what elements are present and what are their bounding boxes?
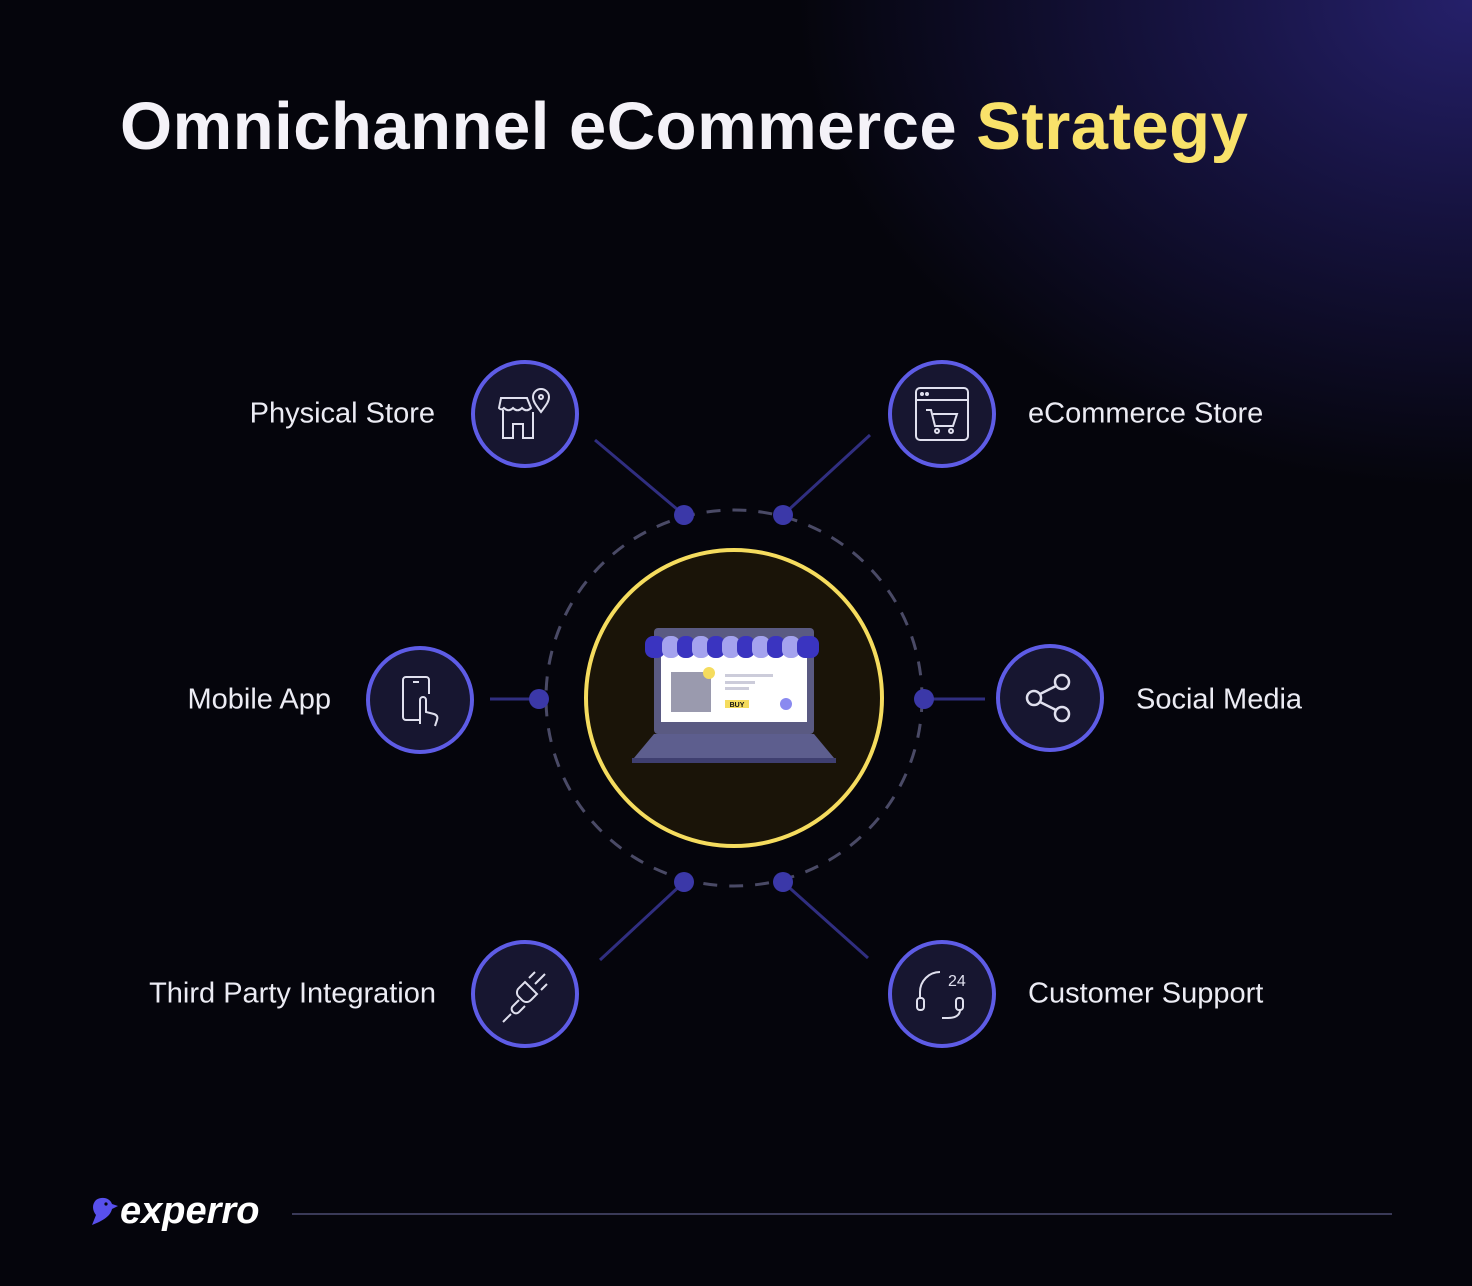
channel-node-social-media — [996, 644, 1104, 752]
share-icon — [1025, 673, 1071, 723]
channel-node-physical-store — [471, 360, 579, 468]
browser-cart-icon — [915, 387, 969, 441]
phone-tap-icon — [402, 676, 439, 727]
channel-node-customer-support: 24 — [888, 940, 996, 1048]
store-location-icon — [497, 388, 551, 439]
channel-label: Physical Store — [249, 397, 435, 430]
bird-logo-icon — [92, 1197, 118, 1225]
channel-label: eCommerce Store — [1028, 397, 1264, 430]
title-main: Omnichannel eCommerce — [120, 89, 958, 164]
page-title: Omnichannel eCommerce Strategy — [120, 88, 1248, 165]
channel-label: Social Media — [1136, 683, 1303, 716]
laptop-storefront-icon: BUY — [632, 628, 836, 763]
channel-label: Third Party Integration — [149, 977, 436, 1010]
buy-button-label: BUY — [730, 702, 745, 709]
plug-icon — [502, 971, 548, 1023]
headset-24-icon: 24 — [916, 971, 966, 1019]
support-24-badge: 24 — [948, 973, 966, 990]
channel-label: Customer Support — [1028, 977, 1264, 1010]
channel-node-third-party-integration — [471, 940, 579, 1048]
brand-name: experro — [120, 1190, 260, 1232]
title-highlight: Strategy — [976, 89, 1249, 164]
channel-node-mobile-app — [366, 646, 474, 754]
brand-logo: experro — [86, 1190, 259, 1233]
hub-circle: BUY — [584, 548, 884, 848]
footer-divider — [292, 1213, 1392, 1215]
channel-node-ecommerce-store — [888, 360, 996, 468]
channel-label: Mobile App — [187, 683, 332, 716]
